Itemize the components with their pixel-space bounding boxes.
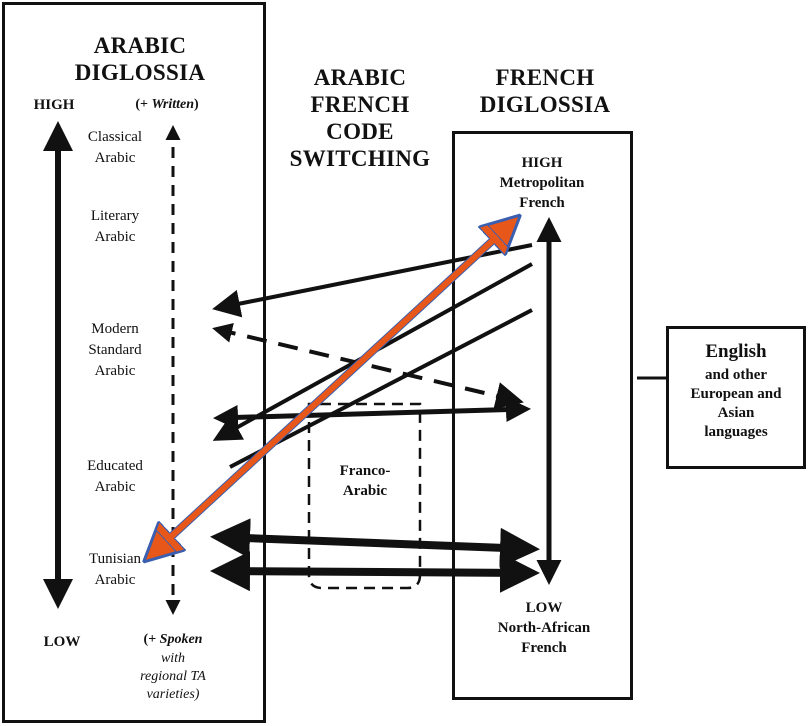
arabic-low-label: LOW [43,634,81,650]
arabic-written-note: (+ Written) [135,97,199,112]
level-educated-arabic: Educated Arabic [87,458,143,495]
code-switching-title: ARABIC FRENCH CODE SWITCHING [289,65,431,171]
french-high-label: HIGH Metropolitan French [499,155,585,211]
double-arrow-tunisian-2 [210,551,540,593]
arabic-diglossia-title: ARABIC DIGLOSSIA [74,33,206,85]
level-tunisian-arabic: Tunisian Arabic [89,551,141,588]
arrow-french-high-to-msa [212,243,533,318]
english-box [666,326,806,469]
arabic-spoken-detail: with regional TA varieties) [140,651,206,702]
french-low-label: LOW North-African French [497,600,591,656]
level-modern-standard-arabic: Modern Standard Arabic [88,321,142,379]
orange-diagonal-arrow [149,220,515,557]
franco-arabic-dashed-box [307,402,422,590]
double-arrow-tunisian-1 [210,518,540,568]
level-classical-arabic: Classical Arabic [87,129,143,166]
english-title: English [705,341,767,362]
arabic-spoken-note: (+ Spoken [143,632,203,647]
level-literary-arabic: Literary Arabic [90,208,140,245]
french-diglossia-title: FRENCH DIGLOSSIA [479,65,611,117]
english-subtitle: and other European and Asian languages [690,367,782,440]
arabic-high-label: HIGH [33,97,75,113]
